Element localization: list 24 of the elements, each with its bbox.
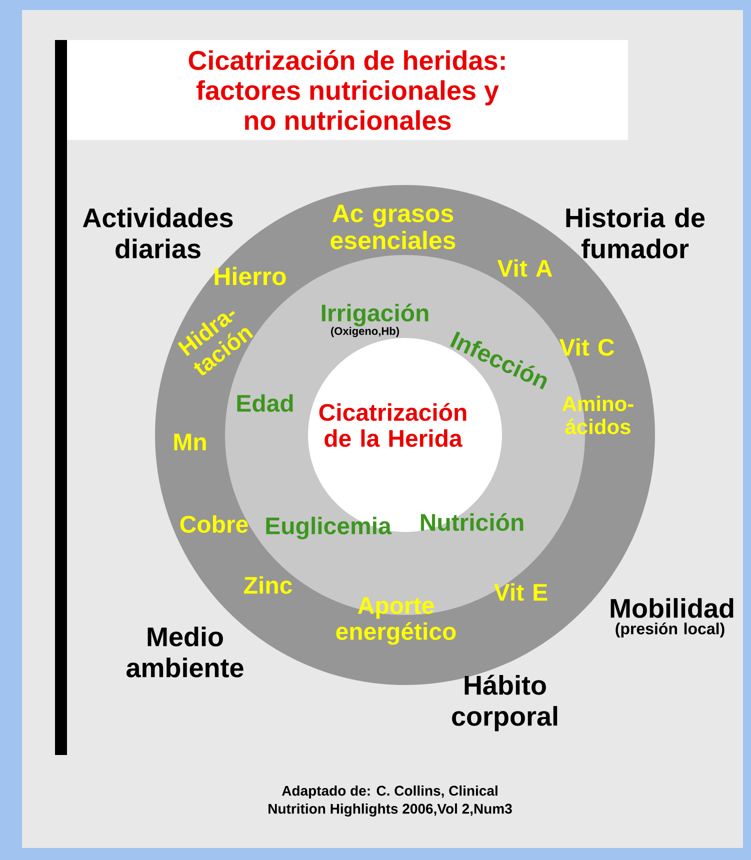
factor-label: Zinc	[244, 576, 292, 594]
factor-label: Aporte energético	[336, 597, 456, 645]
source-note: Adaptado de: C. Collins, Clinical Nutrition Highlights 2006,Vol 2,Num3	[268, 785, 512, 817]
factor-label: Cobre	[180, 515, 248, 533]
factor-label: Edad	[237, 394, 293, 412]
factor-label: Vit A	[497, 259, 552, 277]
factor-label: Medio ambiente	[126, 626, 244, 678]
factor-label: Cicatrización de la Herida	[319, 403, 466, 447]
factor-label: Vit E	[494, 583, 548, 601]
factor-label: Euglicemia	[266, 516, 392, 540]
factor-label: Vit C	[559, 338, 614, 356]
factor-label: Mn	[174, 434, 206, 450]
factor-label: Historia de fumador	[566, 208, 705, 258]
factor-label: (Oxigeno,Hb)	[331, 326, 399, 338]
factor-label: Amino- ácidos	[562, 396, 634, 434]
factor-label: Hábito corporal	[452, 674, 558, 732]
factor-label: Hierro	[214, 266, 286, 286]
factor-label: (presión local)	[616, 622, 724, 638]
factor-label: Ac grasos esenciales	[330, 204, 456, 250]
factor-label: Irrigación	[322, 304, 428, 326]
factor-label: Actividades diarias	[82, 208, 233, 258]
factor-label: Nutrición	[420, 513, 524, 531]
factor-label: Mobilidad	[610, 598, 734, 618]
title-box: Cicatrización de heridas: factores nutricionales y no nutricionales	[67, 40, 628, 140]
